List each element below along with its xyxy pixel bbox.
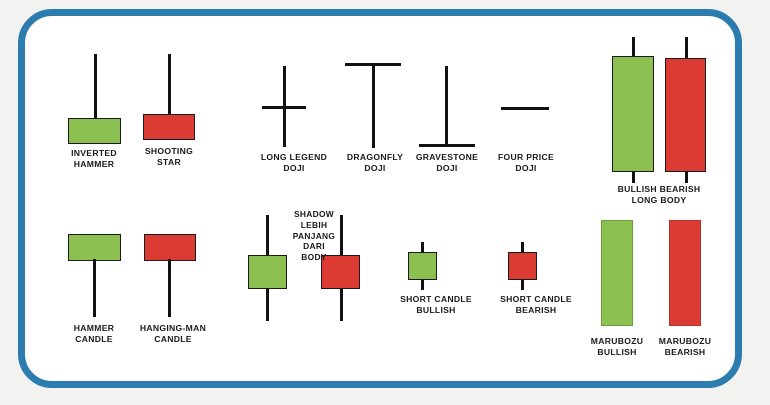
candle-body-bearish xyxy=(143,114,195,140)
upper-shadow xyxy=(94,54,97,120)
doji-single-line xyxy=(501,107,549,110)
lower-shadow xyxy=(168,259,171,317)
candle-body-bullish xyxy=(612,56,654,172)
label-dragonfly-doji: DRAGONFLY DOJI xyxy=(346,152,404,173)
label-gravestone-doji: GRAVESTONE DOJI xyxy=(415,152,479,173)
label-long-body: BULLISH BEARISH LONG BODY xyxy=(617,184,701,205)
candle-body-bearish xyxy=(508,252,537,280)
label-inverted-hammer: INVERTED HAMMER xyxy=(71,148,117,169)
label-long-legend-doji: LONG LEGEND DOJI xyxy=(260,152,328,173)
label-marubozu-bullish: MARUBOZU BULLISH xyxy=(590,336,644,357)
upper-shadow xyxy=(445,66,448,145)
doji-open-close-line xyxy=(262,106,306,109)
candle-body-bearish xyxy=(665,58,706,172)
candle-body-bullish xyxy=(601,220,633,326)
label-marubozu-bearish: MARUBOZU BEARISH xyxy=(658,336,712,357)
label-shooting-star: SHOOTING STAR xyxy=(144,146,194,167)
candle-body-bullish xyxy=(248,255,287,289)
candle-body-bearish xyxy=(144,234,196,261)
label-short-candle-bullish: SHORT CANDLE BULLISH xyxy=(400,294,472,315)
lower-shadow xyxy=(93,259,96,317)
lower-shadow xyxy=(372,63,375,148)
candle-body-bearish xyxy=(321,255,360,289)
candle-body-bullish xyxy=(408,252,437,280)
label-hammer-candle: HAMMER CANDLE xyxy=(73,323,115,344)
label-hanging-man-candle: HANGING-MAN CANDLE xyxy=(139,323,207,344)
label-short-candle-bearish: SHORT CANDLE BEARISH xyxy=(500,294,572,315)
upper-shadow xyxy=(168,54,171,116)
candle-body-bearish xyxy=(669,220,701,326)
candle-body-bullish xyxy=(68,118,121,144)
doji-open-close-line xyxy=(419,144,475,147)
annotation-shadow-lebih-panjang: SHADOW LEBIH PANJANG DARI BODY xyxy=(292,209,336,263)
candle-body-bullish xyxy=(68,234,121,261)
label-four-price-doji: FOUR PRICE DOJI xyxy=(498,152,554,173)
